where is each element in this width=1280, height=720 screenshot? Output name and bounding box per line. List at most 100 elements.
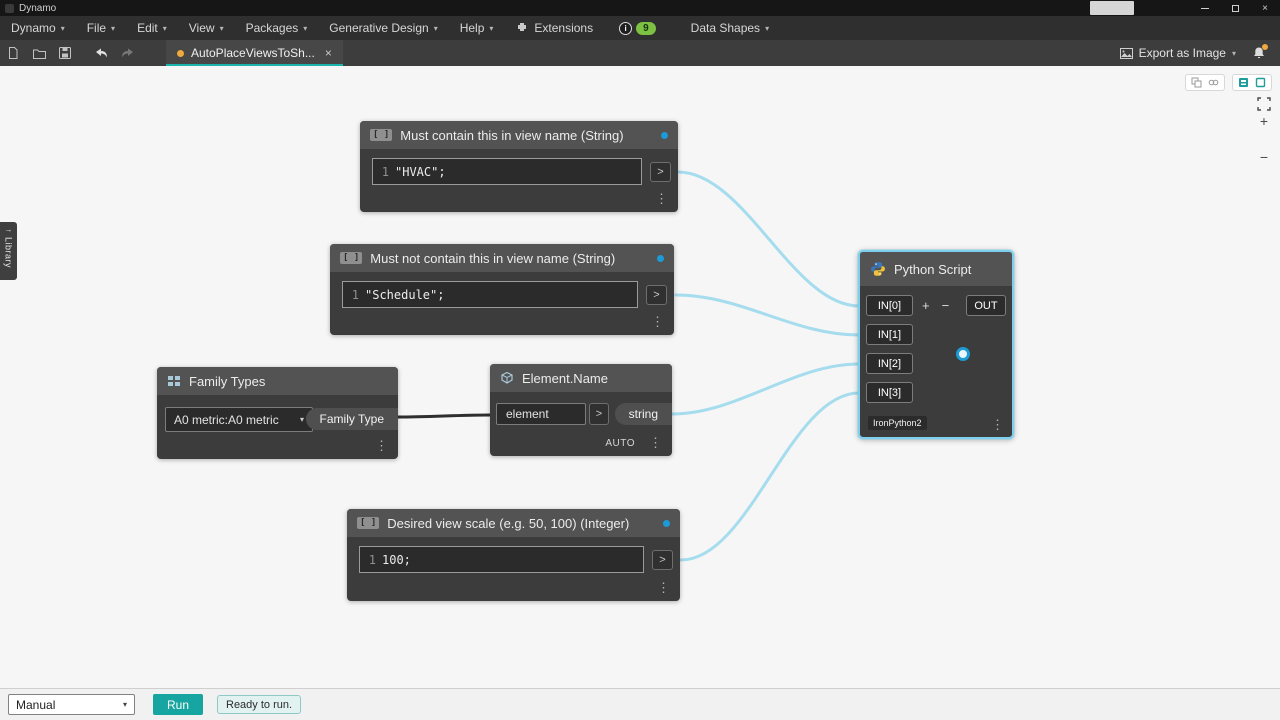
menu-item-edit[interactable]: Edit▾	[126, 16, 178, 40]
wire[interactable]	[396, 413, 492, 419]
wire[interactable]	[679, 391, 861, 562]
code-input[interactable]: 1 100;	[359, 546, 644, 573]
export-as-image-button[interactable]: Export as Image ▾	[1119, 46, 1236, 60]
chevron-down-icon: ▾	[303, 23, 308, 33]
run-mode-select[interactable]: Manual ▾	[8, 694, 135, 715]
library-flyout-tab[interactable]: → Library	[0, 222, 17, 280]
code-block-node-must-not-contain[interactable]: [ ] Must not contain this in view name (…	[330, 244, 674, 335]
family-types-node[interactable]: Family Types A0 metric:A0 metric ▾ Famil…	[157, 367, 398, 459]
wire[interactable]	[674, 293, 861, 337]
graph-canvas[interactable]: → Library [ ] Must contain this in view …	[0, 66, 1280, 688]
code-text: 100;	[382, 552, 411, 567]
chevron-down-icon: ▾	[489, 23, 494, 33]
code-text: "Schedule";	[365, 287, 445, 302]
save-button[interactable]	[52, 40, 78, 66]
node-title: Must contain this in view name (String)	[400, 127, 624, 143]
code-block-node-view-scale[interactable]: [ ] Desired view scale (e.g. 50, 100) (I…	[347, 509, 680, 601]
output-port-family-type[interactable]: Family Type	[305, 408, 398, 430]
menu-item-data-shapes[interactable]: Data Shapes▾	[680, 16, 780, 40]
preview-dot-icon[interactable]	[657, 254, 664, 262]
input-port-in1[interactable]: IN[1]	[866, 324, 913, 345]
node-header[interactable]: [ ] Must not contain this in view name (…	[330, 244, 674, 272]
notifications-button[interactable]	[1252, 44, 1268, 60]
element-name-node[interactable]: Element.Name element > string AUTO ⋮	[490, 364, 672, 456]
menu-item-generative-design[interactable]: Generative Design▾	[318, 16, 448, 40]
add-input-button[interactable]: +	[922, 298, 930, 313]
titlebar-highlight	[1090, 1, 1134, 15]
wire[interactable]	[676, 170, 861, 308]
notification-dot	[1262, 44, 1268, 50]
workspace-tab[interactable]: AutoPlaceViewsToSh... ×	[166, 40, 343, 66]
workspace-tab-label: AutoPlaceViewsToSh...	[191, 46, 315, 60]
tab-close-icon[interactable]: ×	[324, 46, 332, 60]
output-port[interactable]: >	[652, 550, 673, 570]
run-indicator-icon	[956, 347, 970, 361]
node-header[interactable]: [ ] Desired view scale (e.g. 50, 100) (I…	[347, 509, 680, 537]
input-port-element[interactable]: element	[496, 403, 586, 425]
geometry-view-icon	[1255, 77, 1266, 88]
node-menu-icon[interactable]: ⋮	[991, 417, 1004, 432]
chevron-down-icon: ▾	[765, 23, 770, 33]
canvas-tool-group-right[interactable]	[1232, 74, 1272, 91]
menu-item-help[interactable]: Help▾	[449, 16, 505, 40]
redo-button[interactable]	[114, 40, 140, 66]
maximize-button[interactable]	[1220, 0, 1250, 16]
node-menu-icon[interactable]: ⋮	[649, 435, 662, 450]
zoom-out-icon[interactable]: −	[1259, 149, 1269, 165]
fit-to-screen-icon[interactable]	[1257, 97, 1271, 111]
wire[interactable]	[670, 362, 861, 416]
node-title: Must not contain this in view name (Stri…	[370, 250, 616, 266]
python-engine-label[interactable]: IronPython2	[868, 416, 927, 430]
new-file-button[interactable]	[0, 40, 26, 66]
input-port-in2[interactable]: IN[2]	[866, 353, 913, 374]
remove-input-button[interactable]: −	[941, 298, 950, 313]
input-port-in0[interactable]: IN[0]	[866, 295, 913, 316]
node-header[interactable]: Python Script	[860, 252, 1012, 286]
output-port[interactable]: >	[650, 162, 671, 182]
node-header[interactable]: [ ] Must contain this in view name (Stri…	[360, 121, 678, 149]
menu-item-view[interactable]: View▾	[178, 16, 235, 40]
notification-badge[interactable]: 9	[636, 21, 656, 35]
app-logo	[5, 3, 14, 13]
run-bar: Manual ▾ Run Ready to run.	[0, 688, 1280, 720]
family-type-dropdown[interactable]: A0 metric:A0 metric ▾	[165, 407, 313, 432]
node-title: Python Script	[894, 261, 972, 277]
python-script-node[interactable]: Python Script IN[0] IN[1] IN[2] IN[3] + …	[858, 250, 1014, 439]
preview-dot-icon[interactable]	[663, 519, 670, 527]
info-icon[interactable]: i	[619, 21, 633, 35]
node-header[interactable]: Element.Name	[490, 364, 672, 392]
port-label: IN[2]	[877, 357, 902, 370]
menu-item-dynamo[interactable]: Dynamo▾	[0, 16, 76, 40]
lacing-label[interactable]: AUTO	[605, 437, 635, 449]
node-menu-icon[interactable]: ⋮	[657, 580, 670, 595]
code-input[interactable]: 1 "Schedule";	[342, 281, 638, 308]
node-menu-icon[interactable]: ⋮	[651, 314, 664, 329]
canvas-tool-group-left[interactable]	[1185, 74, 1225, 91]
use-default-chevron-icon[interactable]: >	[589, 403, 609, 425]
code-block-icon: [ ]	[370, 129, 393, 141]
menu-item-file[interactable]: File▾	[76, 16, 126, 40]
preview-dot-icon[interactable]	[661, 131, 668, 139]
minimize-icon	[1201, 7, 1209, 9]
port-label: string	[628, 407, 658, 421]
node-menu-icon[interactable]: ⋮	[655, 191, 668, 206]
input-port-in3[interactable]: IN[3]	[866, 382, 913, 403]
code-block-node-must-contain[interactable]: [ ] Must contain this in view name (Stri…	[360, 121, 678, 212]
menu-item-extensions[interactable]: Extensions	[504, 16, 605, 40]
export-as-image-label: Export as Image	[1138, 46, 1226, 60]
open-file-button[interactable]	[26, 40, 52, 66]
undo-button[interactable]	[88, 40, 114, 66]
minimize-button[interactable]	[1190, 0, 1220, 16]
code-input[interactable]: 1 "HVAC";	[372, 158, 642, 185]
chevron-down-icon: ▾	[162, 23, 167, 33]
zoom-in-icon[interactable]: +	[1259, 113, 1269, 129]
menu-label: Dynamo	[11, 21, 56, 35]
close-button[interactable]: ×	[1250, 0, 1280, 16]
output-port-string[interactable]: string	[614, 403, 672, 425]
output-port[interactable]: >	[646, 285, 667, 305]
menu-item-packages[interactable]: Packages▾	[235, 16, 319, 40]
output-port-out[interactable]: OUT	[966, 295, 1006, 316]
node-header[interactable]: Family Types	[157, 367, 398, 395]
run-button[interactable]: Run	[153, 694, 203, 715]
node-menu-icon[interactable]: ⋮	[375, 438, 388, 453]
